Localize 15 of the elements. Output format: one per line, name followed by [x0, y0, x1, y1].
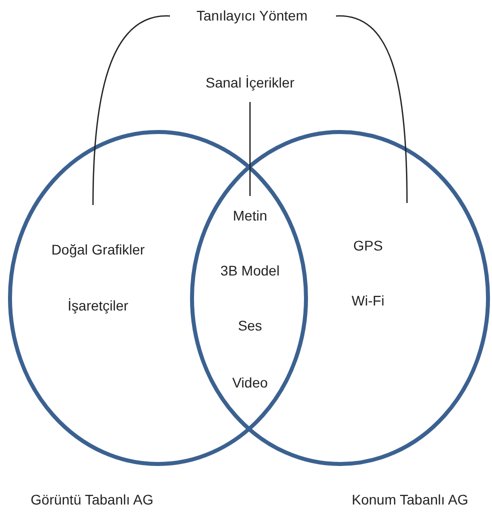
set-caption: Görüntü Tabanlı AG — [30, 492, 154, 508]
leader-line — [336, 15, 408, 203]
region-label: Doğal Grafikler — [51, 242, 145, 258]
set-caption: Konum Tabanlı AG — [352, 492, 468, 508]
region-label: Wi-Fi — [352, 292, 384, 310]
region-label: Sanal İçerikler — [206, 74, 294, 92]
leader-line — [249, 102, 251, 196]
region-label: Video — [232, 374, 268, 392]
region-label: 3B Model — [220, 262, 280, 280]
region-label: İşaretçiler — [68, 298, 128, 314]
region-label: Ses — [238, 318, 262, 334]
region-label: GPS — [353, 238, 383, 254]
leader-line — [92, 15, 170, 205]
region-label: Metin — [232, 208, 268, 224]
region-label: Tanılayıcı Yöntem — [196, 8, 308, 24]
